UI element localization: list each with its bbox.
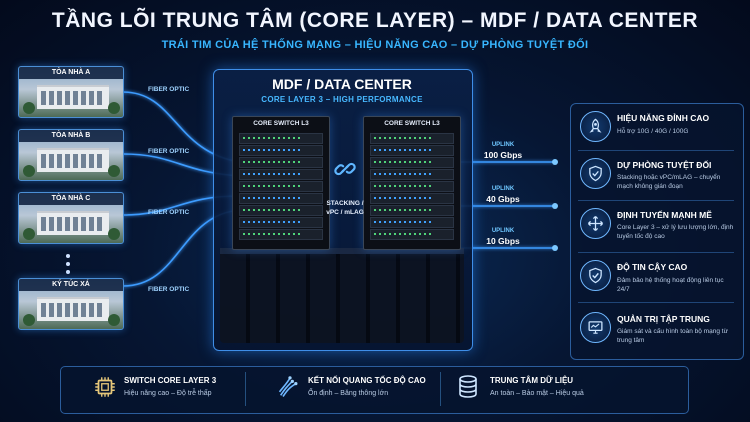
bottom-item-desc: An toàn – Bảo mật – Hiệu quả	[490, 390, 584, 397]
uplink-speed: 100 Gbps	[483, 150, 523, 160]
switch-label: CORE SWITCH L3	[384, 120, 440, 127]
fiber-label: FIBER OPTIC	[148, 209, 190, 216]
bottom-item-desc: Hiệu năng cao – Độ trễ thấp	[124, 390, 212, 397]
building-label: KÝ TÚC XÁ	[19, 279, 123, 291]
bottom-divider	[440, 372, 441, 406]
routing-arrows-icon	[580, 208, 611, 239]
chip-icon	[95, 377, 115, 397]
feature-divider	[578, 200, 734, 201]
feature-title: QUẢN TRỊ TẬP TRUNG	[617, 314, 710, 324]
building-label: TÒA NHÀ C	[19, 193, 123, 205]
building-card-b: TÒA NHÀ B	[18, 129, 124, 181]
uplink-speed: 10 Gbps	[486, 236, 520, 246]
building-label: TÒA NHÀ B	[19, 130, 123, 142]
monitor-icon	[580, 312, 611, 343]
core-switch-left: CORE SWITCH L3	[232, 116, 330, 250]
shield-icon	[580, 158, 611, 189]
more-buildings-ellipsis	[66, 254, 72, 278]
building-card-a: TÒA NHÀ A	[18, 66, 124, 118]
uplink-label: UPLINK	[491, 186, 515, 192]
fiber-label: FIBER OPTIC	[148, 148, 190, 155]
feature-desc: Đảm bảo hệ thống hoạt động liên tục 24/7	[617, 277, 724, 293]
fiber-icon	[278, 376, 298, 397]
uplink-label: UPLINK	[491, 142, 515, 148]
page-title: TẦNG LÕI TRUNG TÂM (CORE LAYER) – MDF / …	[51, 9, 699, 32]
feature-title: ĐỘ TIN CẬY CAO	[617, 262, 688, 272]
server-room-floor	[220, 248, 464, 343]
mdf-subtitle: CORE LAYER 3 – HIGH PERFORMANCE	[261, 95, 423, 104]
feature-title: HIỆU NĂNG ĐỈNH CAO	[617, 113, 710, 123]
building-image	[37, 297, 109, 321]
uplink-label: UPLINK	[491, 228, 515, 234]
feature-title: ĐỊNH TUYẾN MẠNH MẼ	[617, 210, 712, 220]
uplink-dot	[552, 245, 558, 251]
switch-label: CORE SWITCH L3	[253, 120, 309, 127]
fiber-label: FIBER OPTIC	[148, 86, 190, 93]
feature-divider	[578, 302, 734, 303]
feature-desc: Core Layer 3 – xử lý lưu lượng lớn, định…	[617, 224, 734, 240]
bottom-divider	[245, 372, 246, 406]
uplink-speed: 40 Gbps	[486, 194, 520, 204]
feature-desc: Hỗ trợ 10G / 40G / 100G	[617, 128, 689, 135]
feature-divider	[578, 150, 734, 151]
bottom-item-title: TRUNG TÂM DỮ LIỆU	[490, 376, 574, 385]
building-image	[37, 85, 109, 109]
uplink-dot	[552, 203, 558, 209]
building-image	[37, 148, 109, 172]
building-image	[37, 211, 109, 235]
core-switch-right: CORE SWITCH L3	[363, 116, 461, 250]
mdf-title: MDF / DATA CENTER	[272, 76, 412, 92]
database-icon	[459, 375, 477, 398]
feature-title: DỰ PHÒNG TUYỆT ĐỐI	[617, 160, 712, 170]
stacking-label: STACKING / vPC / mLAG	[326, 200, 364, 216]
fiber-label: FIBER OPTIC	[148, 286, 190, 293]
bottom-summary-bar	[60, 366, 689, 414]
feature-desc: Stacking hoặc vPC/mLAG – chuyển mạch khô…	[617, 174, 721, 190]
building-card-c: TÒA NHÀ C	[18, 192, 124, 244]
bottom-item-desc: Ổn định – Băng thông lớn	[308, 390, 389, 397]
rocket-icon	[580, 111, 611, 142]
chain-link-icon	[334, 162, 356, 176]
uplink-dot	[552, 159, 558, 165]
bottom-item-title: SWITCH CORE LAYER 3	[124, 376, 217, 385]
building-card-dorm: KÝ TÚC XÁ	[18, 278, 124, 330]
page-subtitle: TRÁI TIM CỦA HỆ THỐNG MẠNG – HIỆU NĂNG C…	[161, 39, 589, 51]
building-label: TÒA NHÀ A	[19, 67, 123, 79]
feature-divider	[578, 252, 734, 253]
bottom-item-title: KẾT NỐI QUANG TỐC ĐỘ CAO	[308, 376, 426, 385]
shield-check-icon	[580, 260, 611, 291]
feature-desc: Giám sát và cấu hình toàn bộ mạng từ tru…	[617, 328, 728, 344]
